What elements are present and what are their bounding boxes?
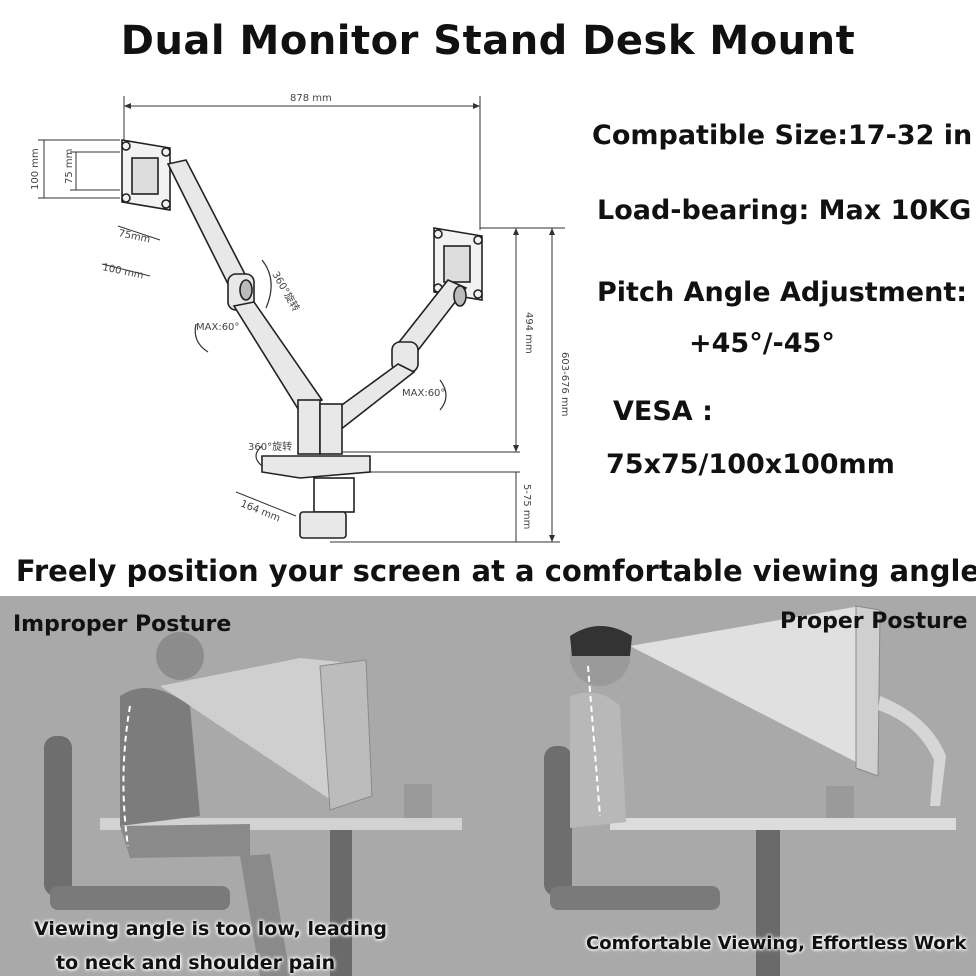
- spec-vesa-value: 75x75/100x100mm: [606, 449, 895, 480]
- dim-vesa-100b: 100 mm: [101, 262, 144, 281]
- left-vesa-plate: [121, 139, 171, 211]
- max-angle-right: MAX:60°: [402, 388, 445, 399]
- dim-clamp-range: 5-75 mm: [521, 484, 532, 529]
- dim-vesa-75b: 75mm: [117, 228, 151, 245]
- spec-pitch-value: +45°/-45°: [689, 328, 835, 359]
- rotate-top-label: 360°旋转: [269, 269, 302, 314]
- dim-vesa-75: 75 mm: [64, 149, 75, 184]
- max-angle-left: MAX:60°: [196, 322, 239, 333]
- improper-caption-line-1: Viewing angle is too low, leading: [34, 918, 387, 940]
- dim-base-depth: 164 mm: [239, 499, 282, 525]
- stand-column: [261, 399, 371, 539]
- dim-width: 878 mm: [290, 93, 332, 104]
- right-arm: [322, 279, 468, 432]
- monitor-arm-diagram: 878 mm 100 mm 75 mm 75mm 100 mm 494 mm 6…: [30, 93, 570, 543]
- spec-pitch-label: Pitch Angle Adjustment:: [597, 277, 968, 308]
- spec-compatible-size: Compatible Size:17-32 in: [592, 120, 973, 151]
- rotate-base-label: 360°旋转: [248, 440, 292, 453]
- dim-height-range: 603-676 mm: [559, 352, 570, 416]
- headline: Freely position your screen at a comfort…: [15, 554, 976, 588]
- proper-posture-label: Proper Posture: [780, 609, 968, 634]
- spec-vesa-label: VESA :: [613, 396, 713, 427]
- improper-posture-label: Improper Posture: [13, 612, 232, 637]
- proper-caption: Comfortable Viewing, Effortless Work: [586, 933, 967, 954]
- left-arm: [166, 159, 324, 414]
- proper-posture-figure: [544, 605, 956, 976]
- posture-illustration: [0, 596, 976, 976]
- improper-posture-figure: [44, 632, 462, 976]
- dim-vesa-100: 100 mm: [30, 148, 41, 190]
- spec-load-bearing: Load-bearing: Max 10KG: [597, 195, 972, 226]
- dim-height-494: 494 mm: [523, 312, 534, 354]
- improper-caption-line-2: to neck and shoulder pain: [56, 952, 336, 974]
- page-title: Dual Monitor Stand Desk Mount: [120, 18, 856, 64]
